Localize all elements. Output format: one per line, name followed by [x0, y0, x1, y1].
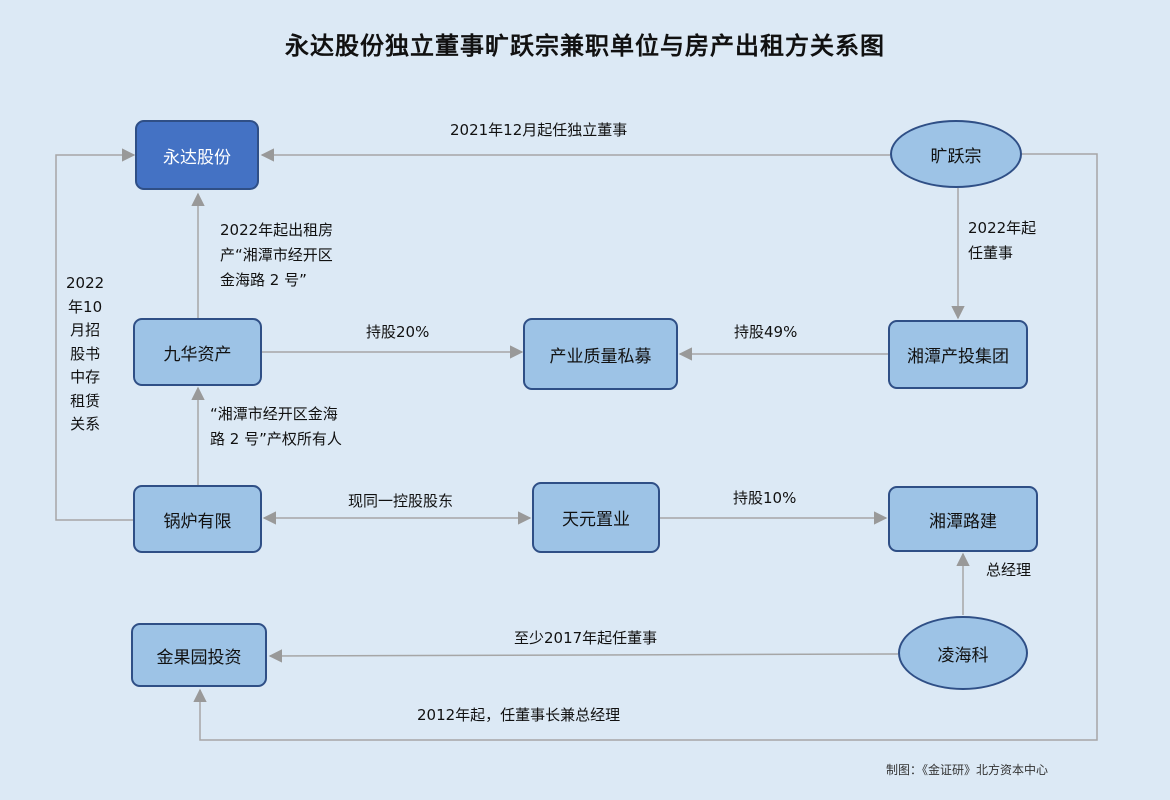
edge-guolu-yongda	[55, 148, 136, 521]
diagram-title: 永达股份独立董事旷跃宗兼职单位与房产出租方关系图	[285, 32, 885, 60]
node-chanye[interactable]: 产业质量私募	[523, 318, 678, 390]
node-tianyuan[interactable]: 天元置业	[532, 482, 660, 553]
credit-text: 制图：《金证研》北方资本中心	[886, 763, 1049, 777]
label-kuang-jinguo: 2012年起，任董事长兼总经理	[417, 706, 621, 724]
label-kuang-yongda: 2021年12月起任独立董事	[450, 121, 628, 139]
label-kuang-xiangtan: 2022年起 任董事	[968, 219, 1037, 262]
label-ling-jinguo: 至少2017年起任董事	[514, 629, 658, 647]
node-jiuhua[interactable]: 九华资产	[133, 318, 262, 386]
node-ling[interactable]: 凌海科	[898, 616, 1028, 690]
label-jiuhua-chanye: 持股20%	[366, 323, 430, 341]
label-xiangtan-chanye: 持股49%	[734, 323, 798, 341]
label-guolu-left: 2022 年10 月招 股书 中存 租赁 关系	[66, 274, 105, 433]
node-xiangtan-invest[interactable]: 湘潭产投集团	[888, 320, 1028, 389]
node-yongda[interactable]: 永达股份	[135, 120, 259, 190]
node-xiangtan-road[interactable]: 湘潭路建	[888, 486, 1038, 552]
label-ling-road: 总经理	[986, 561, 1032, 579]
label-guolu-tianyuan: 现同一控股股东	[348, 492, 454, 510]
node-kuang[interactable]: 旷跃宗	[890, 120, 1022, 188]
edge-kuang-jinguo	[193, 153, 1098, 741]
label-tianyuan-road: 持股10%	[733, 489, 797, 507]
edge-ling-jinguo	[268, 649, 899, 663]
label-jiuhua-yongda: 2022年起出租房 产“湘潭市经开区 金海路 2 号”	[220, 221, 334, 289]
node-jinguo[interactable]: 金果园投资	[131, 623, 267, 687]
node-guolu[interactable]: 锅炉有限	[133, 485, 262, 553]
label-guolu-jiuhua: “湘潭市经开区金海 路 2 号”产权所有人	[210, 405, 342, 448]
